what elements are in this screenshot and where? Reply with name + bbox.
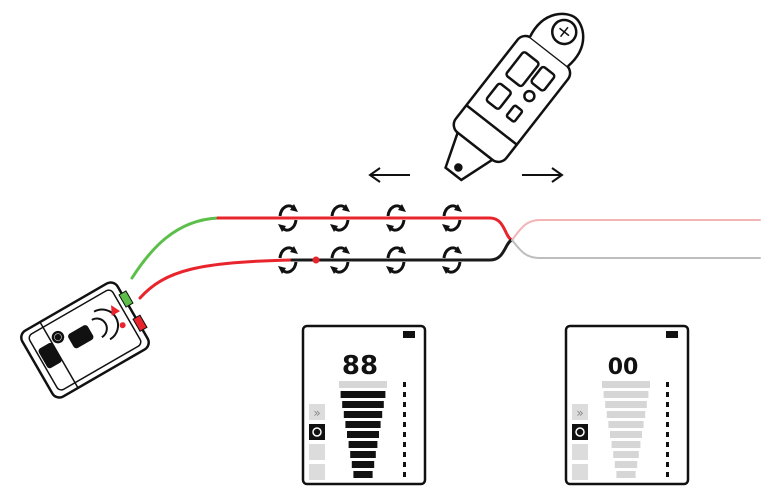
signal-scale-ticks (403, 382, 406, 477)
signal-bar (342, 401, 384, 408)
signal-bar (351, 461, 375, 468)
signal-bar (605, 401, 647, 408)
display-reading: 88 (342, 351, 378, 381)
battery-icon (666, 331, 678, 338)
green-lead-wire (130, 216, 220, 280)
target-crosshair-icon (309, 424, 325, 440)
double-chevron-glyph: » (576, 406, 583, 420)
target-crosshair-icon (572, 424, 588, 440)
signal-bar (614, 461, 638, 468)
arrow-left-icon (368, 167, 410, 183)
signal-bar (610, 431, 642, 438)
upper-faded-wire (511, 219, 761, 241)
signal-level-bars (339, 381, 387, 478)
signal-bar (602, 381, 650, 388)
signal-bar (347, 431, 379, 438)
lower-black-wire (290, 238, 514, 262)
wire-pair (130, 216, 761, 300)
receiver-display-idle: 00 » (564, 324, 690, 486)
signal-bar (348, 441, 378, 448)
double-chevron-glyph: » (313, 406, 320, 420)
probe-pen-icon (572, 464, 588, 480)
upper-red-wire (216, 216, 514, 242)
signal-bar (616, 471, 636, 478)
signal-bar (611, 441, 641, 448)
double-chevron-icon (309, 404, 325, 420)
signal-bar (613, 451, 639, 458)
red-lead-wire (138, 258, 294, 300)
battery-icon (403, 331, 415, 338)
cable-icon (309, 444, 325, 460)
display-reading: 00 (608, 355, 639, 380)
double-chevron-icon (572, 404, 588, 420)
probe-pen-icon (309, 464, 325, 480)
signal-bar (350, 451, 376, 458)
signal-bar (606, 411, 646, 418)
clamp-probe-receiver-icon (444, 12, 585, 182)
receiver-display-active: 88 » (301, 324, 427, 486)
signal-level-bars (602, 381, 650, 478)
signal-scale-ticks (666, 382, 669, 477)
signal-bar (603, 391, 649, 398)
side-icons: » (309, 404, 325, 480)
signal-bar (345, 421, 381, 428)
wire-tracer-transmitter-icon (20, 281, 150, 399)
side-icons: » (572, 404, 588, 480)
cable-icon (572, 444, 588, 460)
signal-bar (608, 421, 644, 428)
wire-junction (312, 256, 320, 264)
lower-faded-wire (511, 239, 761, 259)
signal-bar (340, 391, 386, 398)
signal-bar (339, 381, 387, 388)
signal-bar (343, 411, 383, 418)
arrow-right-icon (522, 167, 564, 183)
signal-bar (353, 471, 373, 478)
